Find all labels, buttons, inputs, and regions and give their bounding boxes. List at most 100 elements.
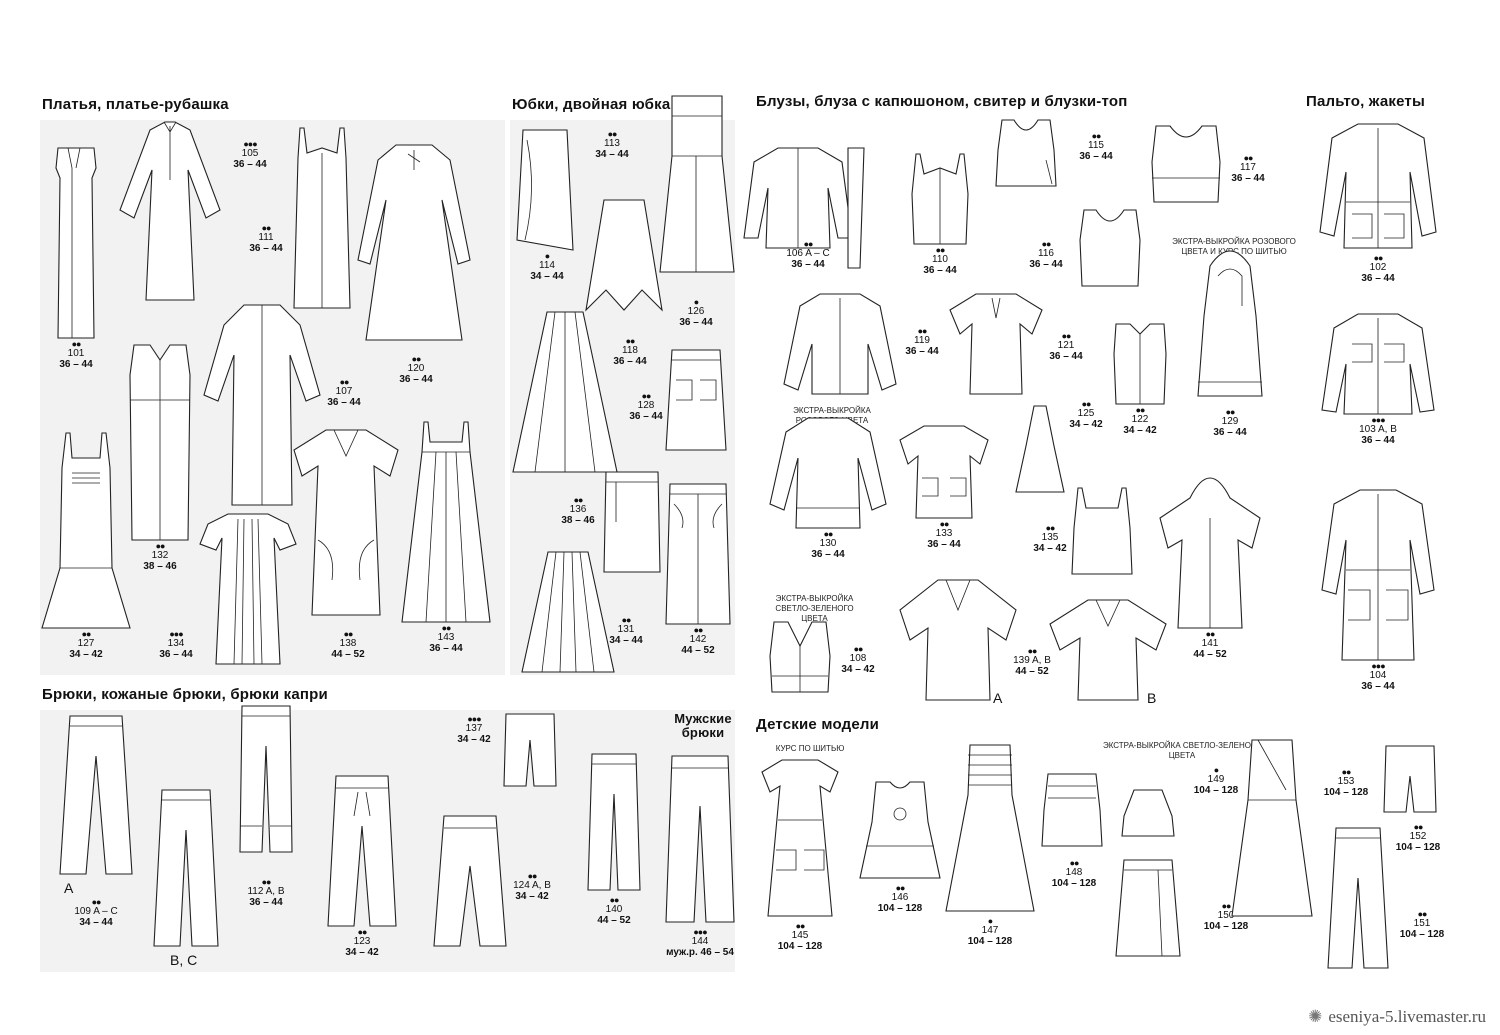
section-title-skirts: Юбки, двойная юбка [512, 96, 671, 113]
difficulty-dots: ●● [1225, 407, 1236, 417]
size-range: муж.р. 46 – 54 [666, 947, 734, 958]
model-number: 150 [1217, 910, 1235, 921]
difficulty-dots: ● [987, 916, 993, 926]
difficulty-dots: ●● [823, 529, 834, 539]
kids-flared-trousers-sketch [1327, 827, 1389, 969]
size-range: 34 – 42 [515, 891, 549, 902]
difficulty-dots: ●● [939, 519, 950, 529]
model-number: 106 A – C [786, 248, 830, 259]
size-range: 36 – 44 [429, 643, 463, 654]
model-number: 118 [622, 345, 638, 356]
size-range: 34 – 42 [69, 649, 103, 660]
size-range: 104 – 128 [1399, 929, 1445, 940]
long-coat-sketch [1321, 489, 1435, 661]
kids-smocked-top-sketch [1041, 773, 1103, 847]
model-number: 144 [691, 936, 709, 947]
strap-top-sketch [1071, 487, 1133, 575]
difficulty-dots: ●● [1081, 399, 1092, 409]
size-range: 44 – 52 [597, 915, 631, 926]
note-extra-green: ЭКСТРА-ВЫКРОЙКА СВЕТЛО-ЗЕЛЕНОГО ЦВЕТА [775, 594, 854, 623]
size-range: 38 – 46 [561, 515, 595, 526]
size-range: 34 – 44 [530, 271, 564, 282]
shirt-blouse-with-scarf-sketch [743, 147, 865, 269]
difficulty-dots: ● [1213, 765, 1219, 775]
capri-trousers-sketch [503, 713, 557, 787]
pencil-skirt-sketch [603, 471, 661, 573]
tiered-pintuck-dress-sketch [41, 432, 131, 629]
watermark: ✺eseniya-5.livemaster.ru [1308, 1007, 1486, 1027]
size-range: 36 – 44 [233, 159, 267, 170]
model-number: 101 [67, 348, 85, 359]
kids-shorts-sketch [1383, 745, 1437, 813]
kids-wrap-skirt-sketch [1115, 859, 1181, 957]
long-sleeve-maxi-dress-sketch [357, 144, 471, 341]
size-range: 34 – 42 [1123, 425, 1157, 436]
model-number: 113 [604, 138, 620, 149]
sweater-sketch [769, 417, 887, 529]
v-neck-tunic-b-sketch [1049, 599, 1167, 701]
model-number: 138 [339, 638, 357, 649]
model-number: 103 A, B [1359, 424, 1397, 435]
model-number: 117 [1240, 162, 1256, 173]
model-number: 137 [465, 723, 483, 734]
difficulty-dots: ●● [1413, 822, 1424, 832]
drawstring-trousers-sketch [327, 775, 397, 927]
model-number: 120 [407, 363, 425, 374]
model-number: 129 [1221, 416, 1239, 427]
difficulty-dots: ●● [1417, 909, 1428, 919]
double-skirt-sketch [659, 95, 735, 273]
model-number: 148 [1065, 867, 1083, 878]
variant-letter: B [1147, 690, 1157, 706]
size-range: 34 – 42 [1033, 543, 1067, 554]
v-neck-tunic-a-sketch [899, 579, 1017, 701]
size-range: 34 – 42 [345, 947, 379, 958]
size-range: 104 – 128 [1323, 787, 1369, 798]
size-range: 36 – 44 [327, 397, 361, 408]
section-title-trousers: Брюки, кожаные брюки, брюки капри [42, 686, 328, 703]
model-number: 133 [935, 528, 953, 539]
size-range: 36 – 44 [1361, 435, 1395, 446]
kids-pocket-dress-sketch [761, 759, 839, 917]
model-number: 126 [687, 306, 705, 317]
watermark-text: eseniya-5.livemaster.ru [1328, 1007, 1486, 1026]
note-extra-green-kids: ЭКСТРА-ВЫКРОЙКА СВЕТЛО-ЗЕЛЕНОГО ЦВЕТА [1102, 741, 1262, 760]
difficulty-dots: ●● [1373, 253, 1384, 263]
model-number: 114 [539, 260, 555, 271]
shirt-dress-sketch [119, 121, 221, 301]
difficulty-dots: ●● [621, 615, 632, 625]
model-number: 111 [258, 232, 274, 243]
difficulty-dots: ●● [1027, 646, 1038, 656]
long-vest-dress-sketch [55, 147, 97, 339]
difficulty-dots: ●● [607, 129, 618, 139]
size-range: 44 – 52 [681, 645, 715, 656]
section-title-mens: Мужские брюки [674, 711, 732, 740]
size-range: 34 – 44 [609, 635, 643, 646]
peasant-blouse-sketch [949, 293, 1043, 395]
ruched-skirt-sketch [516, 129, 574, 251]
difficulty-dots: ●● [917, 326, 928, 336]
difficulty-dots: ●●● [1371, 415, 1385, 425]
size-range: 36 – 44 [923, 265, 957, 276]
size-range: 104 – 128 [1395, 842, 1441, 853]
difficulty-dots: ●● [1243, 153, 1254, 163]
model-number: 102 [1369, 262, 1387, 273]
sleeveless-button-vest-sketch [1113, 323, 1167, 405]
difficulty-dots: ●● [895, 883, 906, 893]
model-number: 136 [569, 504, 587, 515]
model-number: 134 [167, 638, 185, 649]
jeans-skirt-sketch [665, 483, 731, 625]
model-number: 145 [791, 930, 809, 941]
model-number: 108 [849, 653, 867, 664]
difficulty-dots: ●● [261, 223, 272, 233]
model-number: 124 A, B [513, 880, 551, 891]
difficulty-dots: ●●● [1371, 661, 1385, 671]
difficulty-dots: ●● [935, 245, 946, 255]
difficulty-dots: ●● [1045, 523, 1056, 533]
kids-tiered-top-sketch [859, 781, 941, 879]
straight-trousers-sketch [153, 789, 219, 947]
size-range: 36 – 44 [927, 539, 961, 550]
difficulty-dots: ●●● [693, 927, 707, 937]
size-range: 104 – 128 [1193, 785, 1239, 796]
model-number: 105 [241, 148, 259, 159]
model-number: 152 [1409, 831, 1427, 842]
